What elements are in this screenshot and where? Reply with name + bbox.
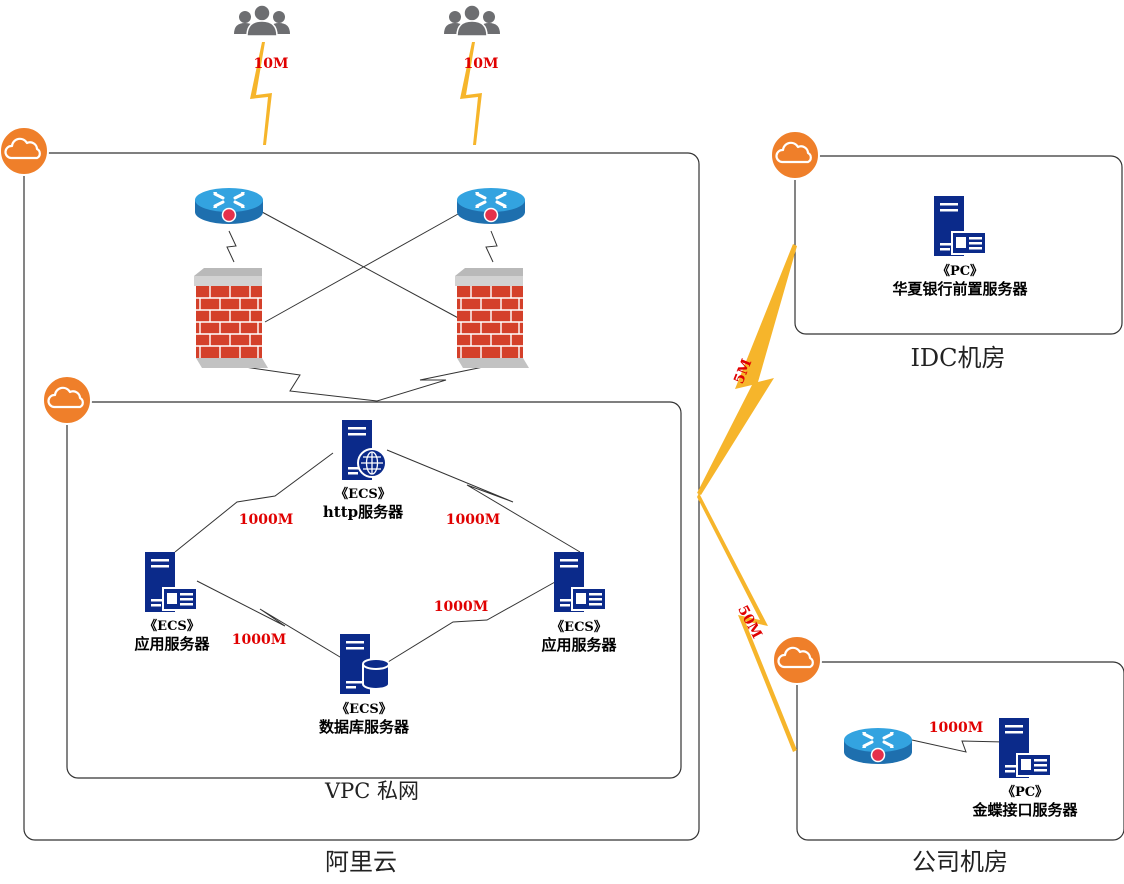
vpc-cloud-icon (41, 374, 93, 426)
bandwidth-http-app-right: 1000M (446, 512, 500, 528)
aliyun-cloud-icon (0, 125, 50, 177)
vpc-caption: VPC 私网 (324, 779, 419, 803)
bolt-to-office (697, 493, 797, 752)
app-server-left-tag: 《ECS》 (144, 618, 200, 634)
idc-caption: IDC机房 (910, 344, 1005, 372)
office-pc-tag: 《PC》 (1002, 784, 1048, 800)
http-server-icon (342, 420, 387, 480)
connections (174, 211, 1005, 753)
router-icon-right (455, 186, 527, 226)
bandwidth-app-left-db: 1000M (232, 632, 286, 648)
router-icon-office (842, 726, 914, 766)
app-server-right-name: 应用服务器 (541, 636, 617, 654)
link-firewall-right-vpc (376, 364, 494, 402)
idc-pc-server-icon (934, 196, 987, 256)
vpc-group-box (66, 401, 682, 779)
bolt-internet-left (250, 42, 272, 145)
office-cloud-icon (771, 634, 823, 686)
link-cross-2 (264, 213, 459, 323)
firewall-icon-right (454, 267, 530, 369)
db-server-tag: 《ECS》 (336, 701, 392, 717)
link-app-left-db (196, 580, 346, 661)
http-server-name: http服务器 (323, 503, 404, 521)
link-office-router-pc (911, 739, 1005, 753)
app-server-right-icon (554, 552, 607, 612)
users-icon-left (233, 4, 291, 37)
internet-bolts (250, 42, 797, 752)
bolt-internet-right (460, 42, 482, 145)
link-cross-1 (261, 211, 463, 321)
router-icon-left (193, 186, 265, 226)
aliyun-caption: 阿里云 (325, 848, 397, 876)
db-server-name: 数据库服务器 (319, 718, 410, 736)
idc-pc-name: 华夏银行前置服务器 (892, 280, 1028, 298)
idc-pc-tag: 《PC》 (937, 263, 983, 279)
idc-cloud-icon (769, 129, 821, 181)
link-firewall-left-vpc (230, 364, 378, 402)
bandwidth-http-app-left: 1000M (239, 512, 293, 528)
office-caption: 公司机房 (912, 848, 1008, 876)
link-http-app-left (174, 452, 334, 553)
bandwidth-internet-right: 10M (464, 56, 499, 72)
link-http-app-right (386, 449, 581, 553)
app-server-left-icon (145, 552, 198, 612)
bandwidth-internet-left: 10M (254, 56, 289, 72)
app-server-right-tag: 《ECS》 (551, 619, 607, 635)
office-pc-name: 金蝶接口服务器 (971, 801, 1078, 819)
link-router-left-firewall (226, 230, 237, 263)
link-router-right-firewall (485, 230, 498, 263)
link-app-right-db (387, 581, 556, 663)
firewall-icon-left (193, 267, 269, 369)
bolt-to-idc (697, 244, 797, 495)
bandwidth-office-router-pc: 1000M (929, 720, 983, 736)
db-server-icon (340, 634, 390, 694)
users-icon-right (443, 4, 501, 37)
http-server-tag: 《ECS》 (335, 486, 391, 502)
office-group-box (796, 661, 1124, 841)
bandwidth-app-right-db: 1000M (434, 599, 488, 615)
office-pc-server-icon (999, 718, 1052, 778)
app-server-left-name: 应用服务器 (134, 635, 210, 653)
